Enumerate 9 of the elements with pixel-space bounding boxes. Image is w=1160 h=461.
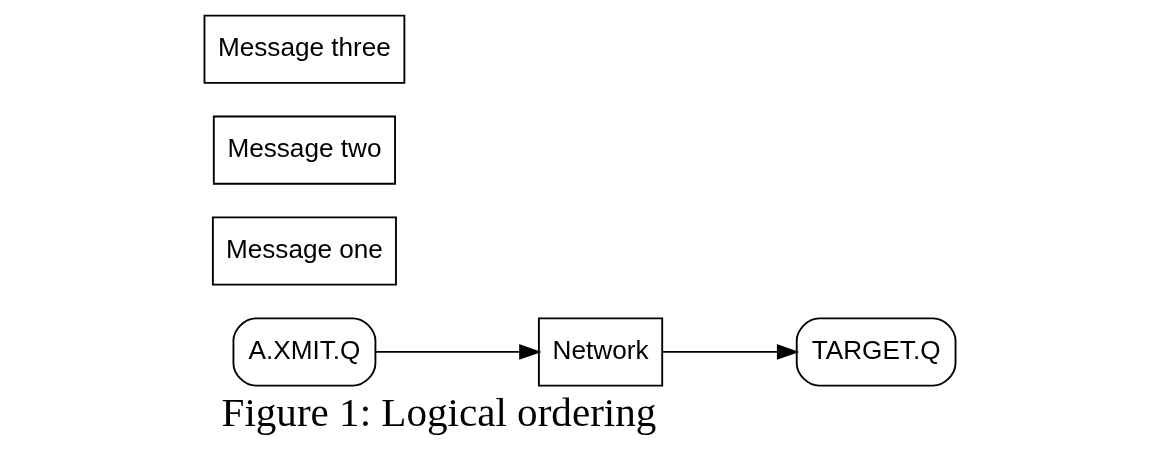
node-box: TARGET.Q bbox=[795, 317, 957, 387]
arrow bbox=[661, 344, 800, 360]
node-box: A.XMIT.Q bbox=[232, 317, 377, 387]
caption: Figure 1: Logical ordering bbox=[221, 388, 657, 435]
node-box: Network bbox=[537, 317, 664, 387]
node-box: Message three bbox=[203, 14, 406, 84]
node-box: Message two bbox=[212, 115, 396, 185]
arrow bbox=[374, 344, 542, 360]
node-box: Message one bbox=[211, 216, 397, 286]
